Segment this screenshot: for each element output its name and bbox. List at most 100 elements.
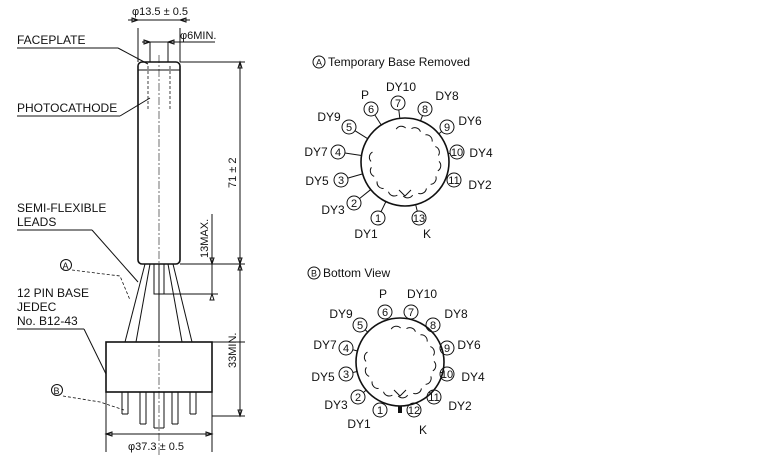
view-a-pin-number: 7 <box>395 98 401 110</box>
view-a-pin-9: 9 DY6 <box>438 114 482 135</box>
view-b-pin-number: 6 <box>382 307 388 319</box>
view-a-pin-name: K <box>423 227 431 241</box>
view-a-pin-number: 9 <box>444 122 450 134</box>
tube-labels: FACEPLATE PHOTOCATHODE SEMI-FLEXIBLE LEA… <box>17 33 151 411</box>
view-b-title: Bottom View <box>323 266 390 280</box>
marker-a-tube: A <box>63 261 69 271</box>
view-b-key-notch <box>393 389 407 397</box>
view-a-key-notch <box>398 189 412 197</box>
view-a-pin-circle <box>411 210 427 226</box>
view-b-pin-name: DY7 <box>313 338 337 352</box>
view-b-pin-name: DY4 <box>461 370 485 384</box>
view-a-title-marker: A <box>316 58 322 68</box>
view-a-pin-number: 1 <box>375 213 381 225</box>
view-a-pin-number: 2 <box>351 198 357 210</box>
view-a-pin-name: DY10 <box>386 80 416 94</box>
faceplate-label: FACEPLATE <box>17 33 85 47</box>
view-b-pin-name: DY9 <box>329 307 353 321</box>
view-b-pin-circle <box>439 340 455 356</box>
view-a-pin-circle <box>330 144 346 160</box>
view-b-pin-number: 1 <box>377 405 383 417</box>
view-a-pin-circle <box>417 101 433 117</box>
view-a-pin-6: 6P <box>361 88 382 126</box>
jedec-label: JEDEC <box>17 300 57 314</box>
view-b-pin-number: 2 <box>355 392 361 404</box>
view-b-title-marker-circle <box>307 266 321 280</box>
view-b-pin-name: K <box>419 423 427 437</box>
view-a-pin-number: 4 <box>335 147 341 159</box>
base-diameter-dim: φ37.3 ± 0.5 <box>128 441 184 453</box>
view-a-pin-circle <box>341 119 357 135</box>
view-a-pin-name: DY2 <box>468 178 492 192</box>
view-b-pin-name: DY8 <box>444 307 468 321</box>
base-number-label: No. B12-43 <box>17 314 78 328</box>
pin-base-label: 12 PIN BASE <box>17 286 89 300</box>
view-b-pin-circle <box>338 340 354 356</box>
view-b-pin-name: DY5 <box>311 370 335 384</box>
view-a-pin-circle <box>370 210 386 226</box>
view-b-pin-name: P <box>379 287 387 301</box>
view-b-pin-name: DY6 <box>457 338 481 352</box>
faceplate-diameter-dim: φ13.5 ± 0.5 <box>132 6 188 18</box>
tube-outline: φ13.5 ± 0.5 φ6MIN. <box>104 6 245 455</box>
view-a-pin-name: DY4 <box>469 146 493 160</box>
view-a-pin-circle <box>363 101 379 117</box>
view-a-pin-name: DY8 <box>435 89 459 103</box>
view-b-pin-number: 5 <box>357 320 363 332</box>
marker-b-tube: B <box>54 386 60 396</box>
view-a-pin-name: DY5 <box>305 174 329 188</box>
base-min-dim: 33MIN. <box>227 333 239 368</box>
length-dim: 71 ± 2 <box>227 157 239 188</box>
view-a-pin-circle <box>446 172 462 188</box>
view-b-pin-12: 12K <box>406 402 427 437</box>
view-a-pin-number: 8 <box>422 104 428 116</box>
view-b-pin-number: 10 <box>441 369 453 381</box>
view-b-pin-number: 4 <box>343 343 349 355</box>
view-a-pin-name: DY7 <box>304 145 328 159</box>
view-a-pin-name: DY6 <box>458 114 482 128</box>
semi-flexible-label: SEMI-FLEXIBLE <box>17 201 106 215</box>
view-a-base-circle <box>360 117 450 207</box>
view-a-pin-number: 10 <box>451 147 463 159</box>
view-a-pin-circle <box>439 119 455 135</box>
view-b-pin-number: 3 <box>343 369 349 381</box>
view-b-pin-9: 9 DY6 <box>439 338 481 356</box>
view-a-inner-ring <box>368 125 442 199</box>
view-a-pin-number: 5 <box>346 122 352 134</box>
view-a-pin-7: 7 DY10 <box>386 80 416 119</box>
view-b-pin-circle <box>403 304 419 320</box>
view-b-pin-circle <box>352 317 368 333</box>
view-b-pin-6: 6P <box>377 287 393 320</box>
view-b-pin-5: 5 DY9 <box>329 307 369 333</box>
view-a-pin-number: 11 <box>448 175 459 187</box>
view-b-pin-4: 4 DY7 <box>313 338 358 356</box>
view-b-pin-circle <box>426 389 442 405</box>
view-b-pin-number: 9 <box>444 343 450 355</box>
view-a-pin-name: P <box>361 88 369 102</box>
view-b-title-marker: B <box>311 269 317 279</box>
view-b-pin-number: 7 <box>408 307 414 319</box>
view-b-pin-number: 11 <box>428 392 439 404</box>
leads-label: LEADS <box>17 215 56 229</box>
view-b-pin-circle <box>350 389 366 405</box>
view-a-pin-8: 8 DY8 <box>417 89 459 122</box>
view-b-pin-number: 8 <box>430 320 436 332</box>
view-b-pin-name: DY10 <box>407 287 437 301</box>
view-b-pin-circle <box>425 317 441 333</box>
view-a-pin-name: DY1 <box>354 227 378 241</box>
view-a-title: Temporary Base Removed <box>328 55 470 69</box>
view-b-pin-8: 8 DY8 <box>425 307 468 333</box>
view-a-pin-circle <box>346 195 362 211</box>
view-a-pin-10: 10 DY4 <box>448 144 493 160</box>
view-a-pin-number: 13 <box>413 213 425 225</box>
photocathode-diameter-dim: φ6MIN. <box>180 30 216 42</box>
